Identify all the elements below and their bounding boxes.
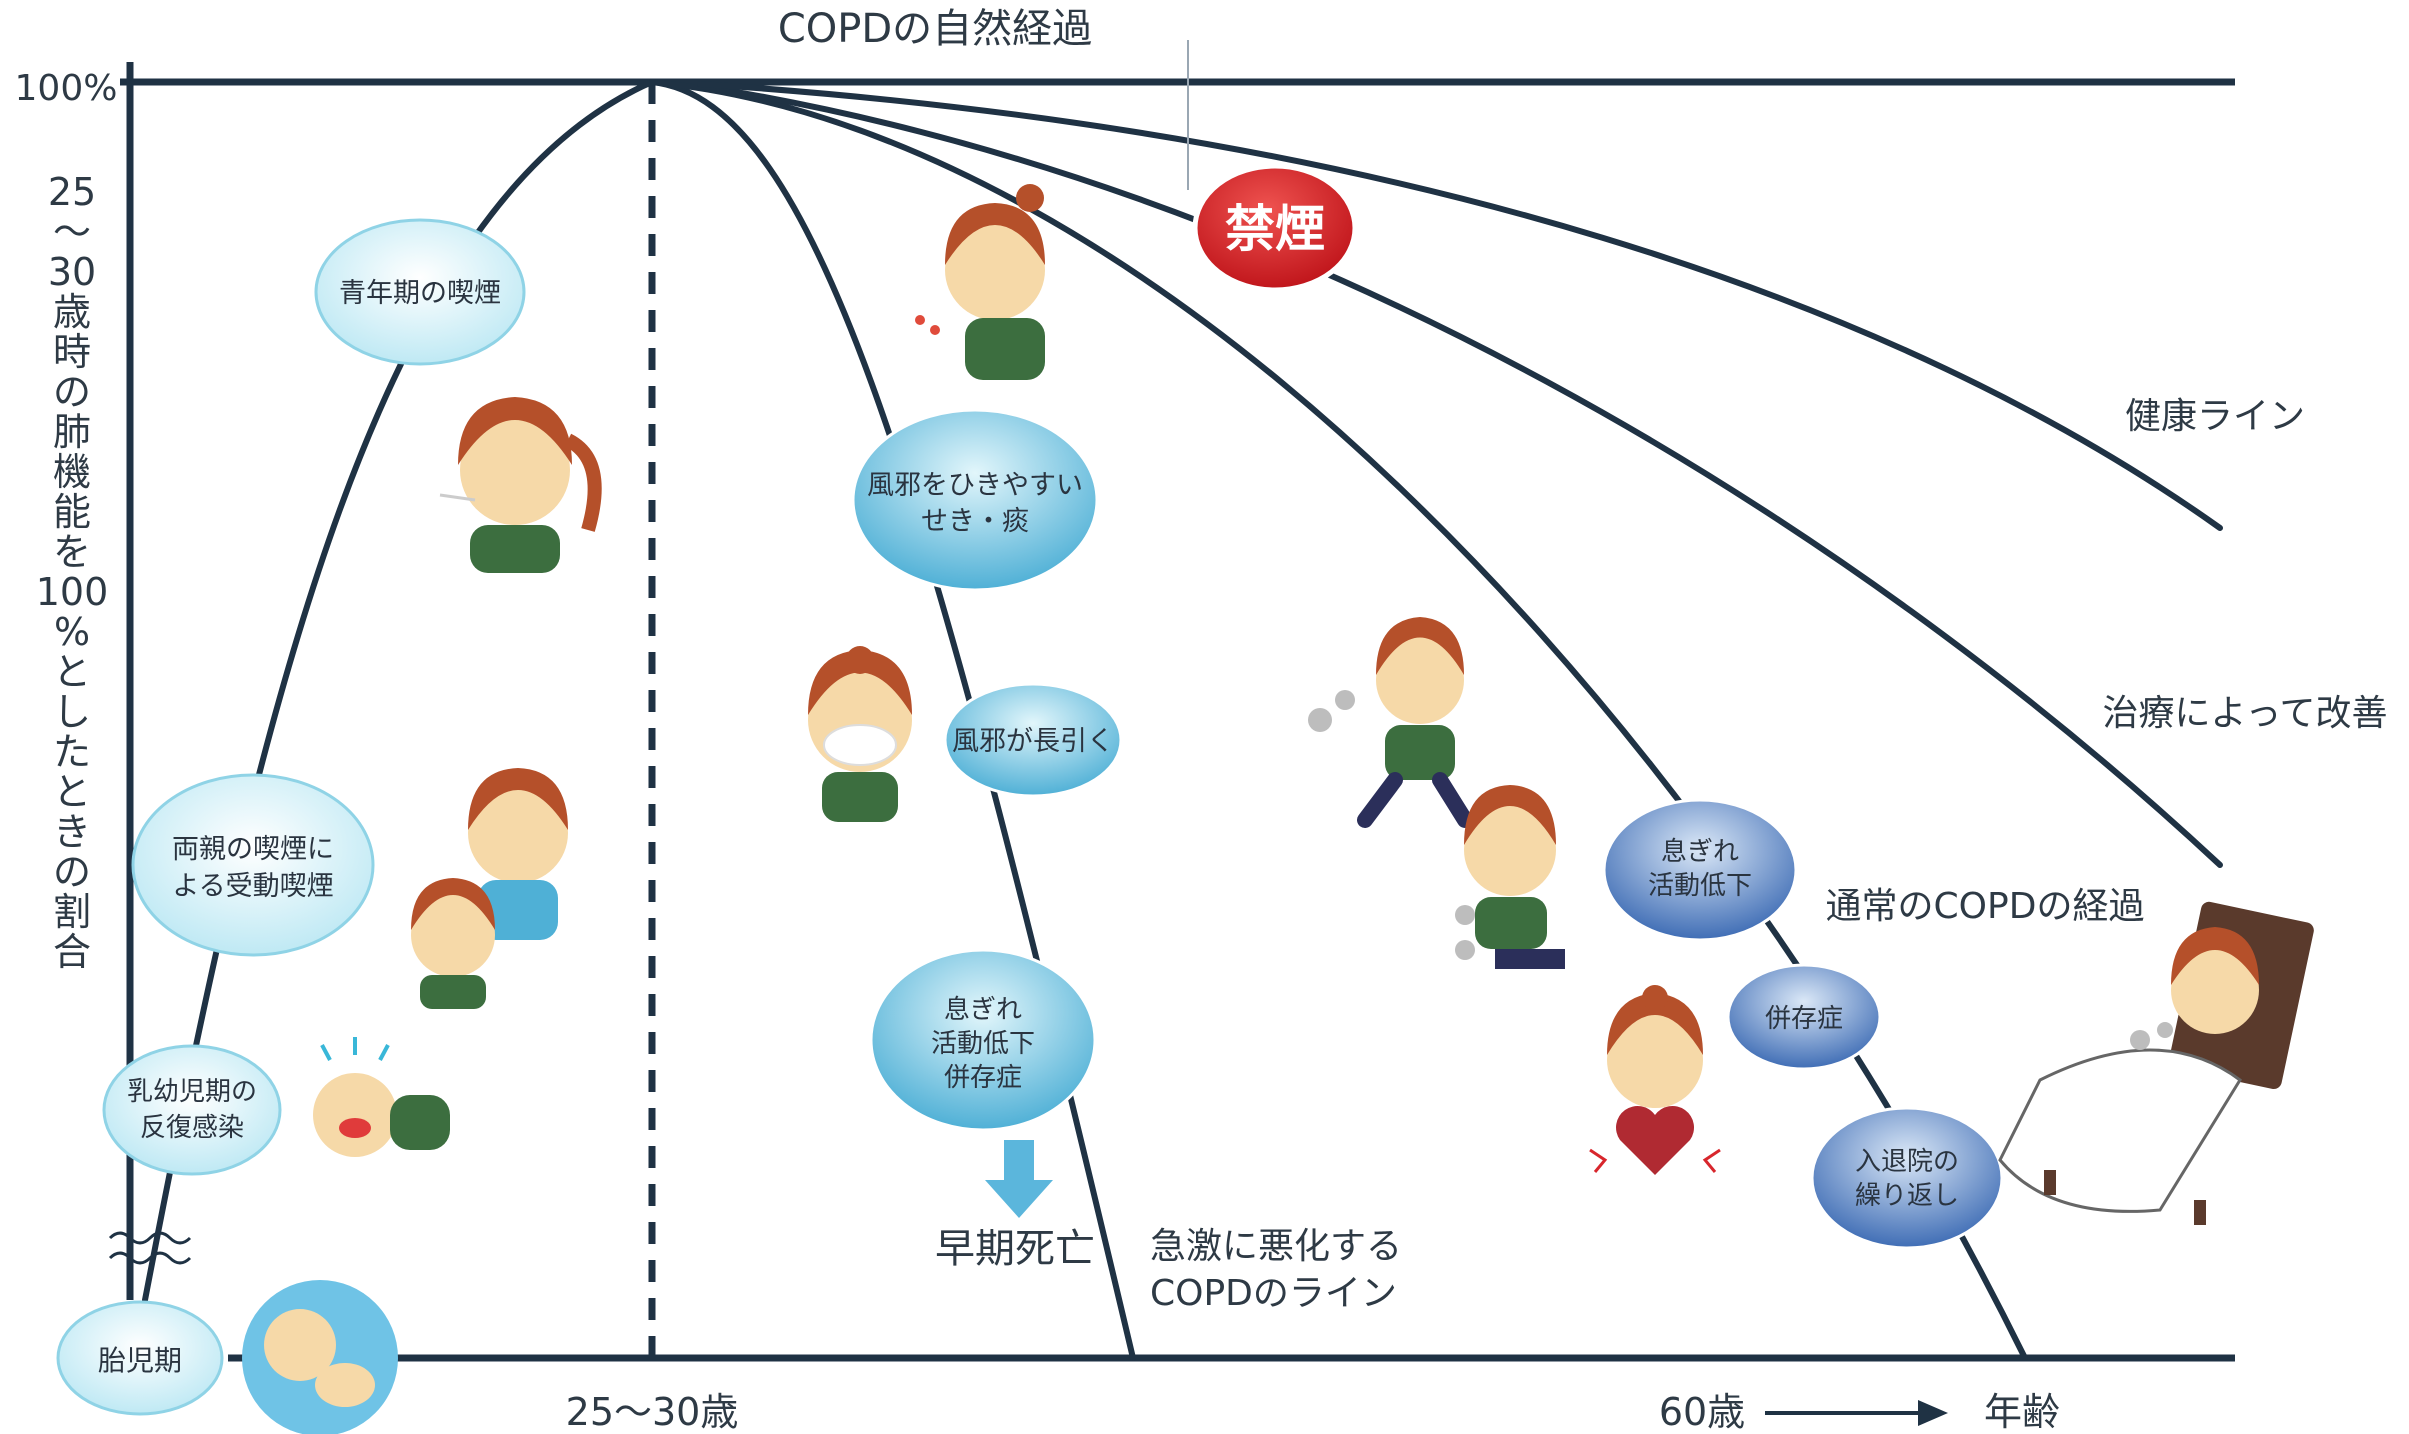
y-axis-vertical-char: 歳 bbox=[53, 290, 91, 334]
y-axis-vertical-char: き bbox=[53, 810, 91, 854]
normal-copd-label: 通常のCOPDの経過 bbox=[1826, 886, 2145, 927]
y-axis-vertical-char: の bbox=[53, 850, 91, 894]
x-axis-age-label: 年齢 bbox=[1984, 1390, 2060, 1434]
bubble-breathless-b-line1: 息ぎれ bbox=[1661, 837, 1739, 867]
y-axis-vertical-char: 能 bbox=[53, 490, 91, 534]
y-axis-vertical-char: と bbox=[53, 770, 91, 814]
bubble-breathless-b-line2: 活動低下 bbox=[1648, 871, 1752, 901]
youth-smoking-girl-illustration bbox=[439, 397, 602, 573]
bubble-hospitalization: 入退院の 繰り返し bbox=[1810, 1106, 2004, 1250]
bubble-infant-line2: 反復感染 bbox=[140, 1113, 244, 1143]
y-axis-vertical-char: 機 bbox=[53, 450, 91, 494]
improved-curve bbox=[697, 83, 2223, 868]
bubble-comorbidity: 併存症 bbox=[1726, 963, 1882, 1071]
bubble-youth-text: 青年期の喫煙 bbox=[339, 278, 501, 309]
crying-baby-illustration bbox=[313, 1037, 450, 1157]
bubble-passive-smoking: 両親の喫煙に よる受動喫煙 bbox=[131, 773, 375, 957]
y-axis-vertical-char: 30 bbox=[48, 250, 96, 294]
chest-pain-girl-illustration bbox=[1589, 985, 1721, 1175]
bubble-breathless-b: 息ぎれ 活動低下 bbox=[1602, 798, 1798, 942]
y-axis-vertical-char: を bbox=[53, 530, 91, 574]
healthy-line-label: 健康ライン bbox=[2125, 396, 2305, 437]
bubble-fetal-text: 胎児期 bbox=[98, 1344, 182, 1377]
running-breathless-girl-illustration bbox=[1308, 617, 1473, 828]
arrow-right-icon bbox=[1765, 1400, 1948, 1426]
axis-break-icon bbox=[108, 1231, 192, 1265]
bubble-passive-line2: よる受動喫煙 bbox=[172, 871, 333, 902]
stop-smoking-badge: 禁煙 bbox=[1192, 163, 1358, 293]
y-axis-vertical-char: 肺 bbox=[53, 410, 91, 454]
bubble-fetal: 胎児期 bbox=[56, 1300, 224, 1416]
stop-smoking-text: 禁煙 bbox=[1225, 200, 1325, 258]
y-axis-vertical-char: と bbox=[53, 650, 91, 694]
bubble-lingering-text: 風邪が長引く bbox=[952, 726, 1114, 757]
y-axis-vertical-char: し bbox=[53, 690, 91, 734]
bubble-breathless-a: 息ぎれ 活動低下 併存症 bbox=[869, 948, 1097, 1132]
bubble-hospital-line1: 入退院の bbox=[1855, 1147, 1959, 1177]
y-axis-vertical-char: % bbox=[54, 610, 90, 654]
x-axis-peak-label: 25～30歳 bbox=[566, 1390, 739, 1434]
growth-curve bbox=[142, 79, 655, 1303]
bubble-comorbidity-text: 併存症 bbox=[1765, 1004, 1843, 1034]
rapid-copd-label-line1: 急激に悪化する bbox=[1150, 1226, 1402, 1267]
x-axis-60-label: 60歳 bbox=[1659, 1390, 1745, 1434]
bubble-infant: 乳幼児期の 反復感染 bbox=[102, 1044, 282, 1176]
y-axis-vertical-char: の bbox=[53, 370, 91, 414]
y-axis-vertical-char: 100 bbox=[36, 570, 109, 614]
normal-copd-curve bbox=[649, 79, 2028, 1361]
y-axis-vertical-char: ～ bbox=[53, 210, 91, 254]
coughing-girl-illustration bbox=[915, 184, 1045, 380]
down-arrow-icon bbox=[985, 1140, 1053, 1218]
bubble-breathless-a-line2: 活動低下 bbox=[931, 1029, 1035, 1059]
bubble-breathless-a-line1: 息ぎれ bbox=[944, 995, 1022, 1025]
y-axis-vertical-char: た bbox=[53, 730, 91, 774]
bubble-youth-smoking: 青年期の喫煙 bbox=[314, 218, 526, 366]
bubble-infant-line1: 乳幼児期の bbox=[127, 1077, 257, 1107]
mother-child-illustration bbox=[411, 768, 568, 1009]
axes bbox=[120, 62, 2235, 1362]
bubble-passive-line1: 両親の喫煙に bbox=[172, 834, 334, 865]
y-axis-vertical-char: 割 bbox=[53, 890, 91, 934]
rapid-copd-label-line2: COPDのライン bbox=[1150, 1273, 1397, 1314]
y-axis-100-label: 100% bbox=[15, 68, 118, 109]
sitting-tired-girl-illustration bbox=[1455, 785, 1565, 969]
bubble-lingering-cold: 風邪が長引く bbox=[943, 682, 1123, 798]
y-axis-vertical-char: 合 bbox=[53, 930, 91, 974]
y-axis-vertical-char: 25 bbox=[48, 170, 96, 214]
diagram-title: COPDの自然経過 bbox=[778, 6, 1092, 52]
y-axis-vertical-char: 時 bbox=[53, 330, 91, 374]
improved-line-label: 治療によって改善 bbox=[2102, 693, 2387, 734]
masked-girl-illustration bbox=[808, 646, 912, 822]
bubble-catch-cold: 風邪をひきやすい せき・痰 bbox=[851, 408, 1099, 592]
fetus-illustration bbox=[242, 1280, 398, 1434]
bedridden-patient-illustration bbox=[1998, 901, 2314, 1225]
bubble-cold-line1: 風邪をひきやすい bbox=[867, 470, 1083, 501]
early-death-label: 早期死亡 bbox=[935, 1226, 1095, 1272]
bubble-cold-line2: せき・痰 bbox=[921, 506, 1029, 537]
bubble-breathless-a-line3: 併存症 bbox=[944, 1063, 1022, 1093]
bubble-hospital-line2: 繰り返し bbox=[1855, 1181, 1959, 1211]
healthy-curve bbox=[697, 81, 2223, 531]
